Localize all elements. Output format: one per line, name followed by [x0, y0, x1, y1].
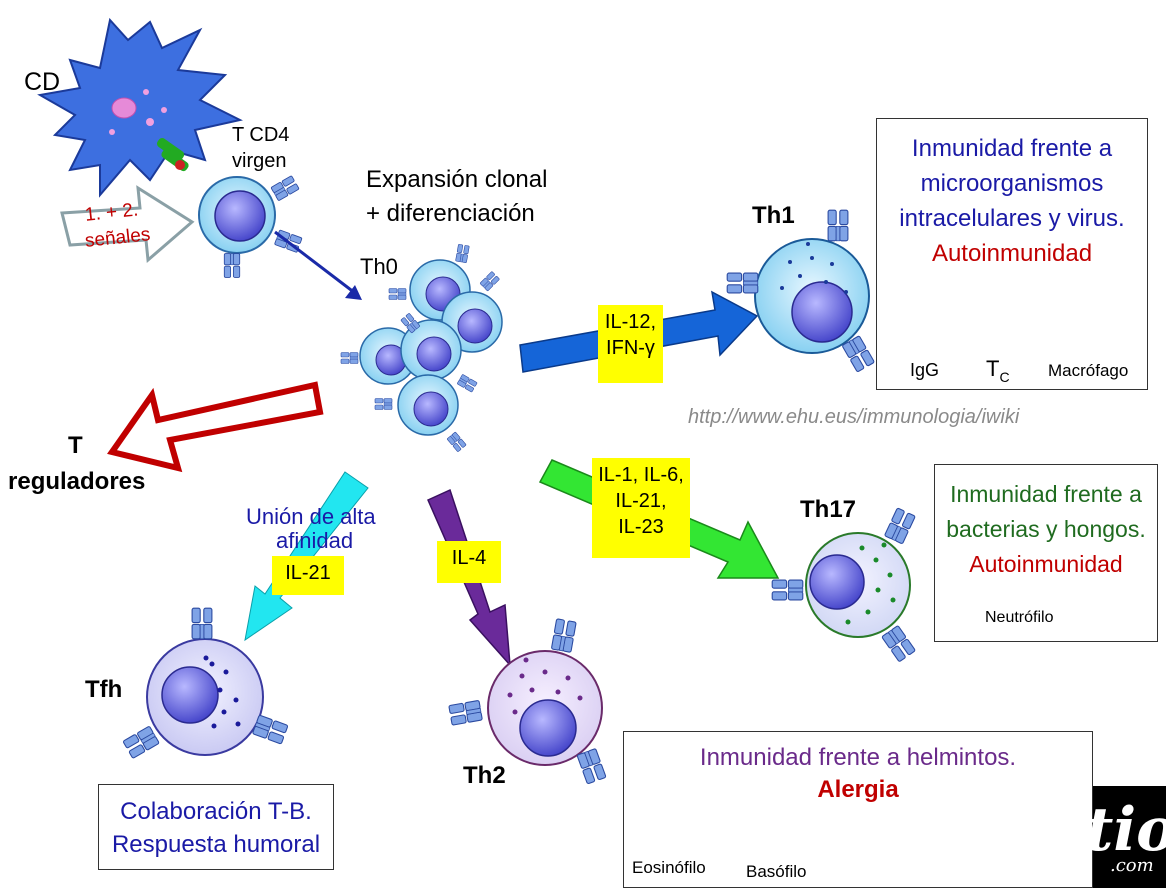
tfh-outcome-box: Colaboración T-B. Respuesta humoral	[98, 784, 334, 870]
t-cd4-label: T CD4	[232, 124, 290, 146]
th1-outcome-box: Inmunidad frente a microorganismos intra…	[876, 118, 1148, 390]
tc-label-sub: C	[999, 369, 1010, 385]
logo-text: BioSitio	[906, 795, 1171, 865]
th17-outcome-box: Inmunidad frente a bacterias y hongos. A…	[934, 464, 1158, 642]
cytokine-th1: IL-12, IFN-γ	[598, 305, 663, 383]
th2-outcome-box: Inmunidad frente a helmintos. Alergia	[623, 731, 1093, 888]
union-label-1: Unión de alta	[246, 504, 376, 529]
dendritic-cell	[37, 17, 243, 198]
treg-label-2: reguladores	[8, 468, 146, 495]
th0-cell-cluster	[340, 243, 503, 453]
th1-box-line4: Autoinmunidad	[931, 240, 1093, 267]
tfh-cell	[122, 607, 289, 760]
tfh-label: Tfh	[85, 676, 123, 703]
th17-label: Th17	[800, 496, 857, 523]
treg-label-1: T	[68, 432, 83, 459]
th2-box-line2: Alergia	[817, 776, 899, 803]
tc-label: TC	[986, 356, 1010, 385]
th17-box-line2: bacterias y hongos.	[946, 516, 1146, 542]
tfh-box-line1: Colaboración T-B.	[120, 798, 312, 825]
th1-box-line1: Inmunidad frente a	[911, 135, 1113, 162]
naive-t-cell	[198, 175, 303, 278]
neutrophil-label: Neutrófilo	[985, 609, 1054, 626]
expansion-label-1: Expansión clonal	[366, 166, 548, 193]
tfh-box-line2: Respuesta humoral	[111, 831, 321, 858]
igg-label: IgG	[910, 360, 940, 380]
cytokine-th1-line2: IFN-γ	[606, 337, 655, 359]
macrophage-label: Macrófago	[1048, 361, 1129, 380]
th2-label: Th2	[463, 762, 506, 789]
cd-label: CD	[24, 68, 61, 96]
cytokine-th1-line1: IL-12,	[604, 311, 657, 333]
cytokine-th17-line2: IL-21,	[615, 490, 667, 512]
th1-label: Th1	[752, 202, 795, 229]
virgen-label: virgen	[232, 150, 287, 172]
tc-label-main: T	[986, 356, 1000, 381]
th1-cell	[726, 209, 876, 373]
cytokine-th17-line1: IL-1, IL-6,	[598, 464, 684, 486]
activation-arrow	[274, 230, 356, 295]
th1-box-line3: intracelulares y virus.	[899, 205, 1125, 232]
eosinophil-label: Eosinófilo	[632, 858, 706, 877]
signals-arrow	[60, 185, 195, 264]
cytokine-th17: IL-1, IL-6, IL-21, IL-23	[592, 458, 690, 558]
th1-box-line2: microorganismos	[920, 170, 1104, 197]
th2-cell	[448, 618, 607, 785]
union-label-2: afinidad	[276, 528, 354, 553]
th17-cell	[771, 507, 917, 663]
source-url: http://www.ehu.eus/immunologia/iwiki	[688, 406, 1020, 428]
cytokine-th2-text: IL-4	[451, 547, 487, 569]
th17-box-line3: Autoinmunidad	[969, 551, 1123, 577]
cytokine-tfh-text: IL-21	[285, 562, 331, 584]
cytokine-tfh: IL-21	[272, 556, 344, 595]
th0-label: Th0	[360, 254, 398, 279]
basophil-label: Basófilo	[746, 862, 807, 881]
cytokine-th2: IL-4	[437, 541, 501, 583]
cytokine-th17-line3: IL-23	[618, 516, 664, 538]
logo-suffix: .com	[1110, 855, 1154, 876]
th17-box-line1: Inmunidad frente a	[950, 481, 1142, 507]
arrow-to-treg	[107, 381, 324, 473]
expansion-label-2: + diferenciación	[366, 200, 535, 227]
th2-box-line1: Inmunidad frente a helmintos.	[699, 744, 1017, 771]
